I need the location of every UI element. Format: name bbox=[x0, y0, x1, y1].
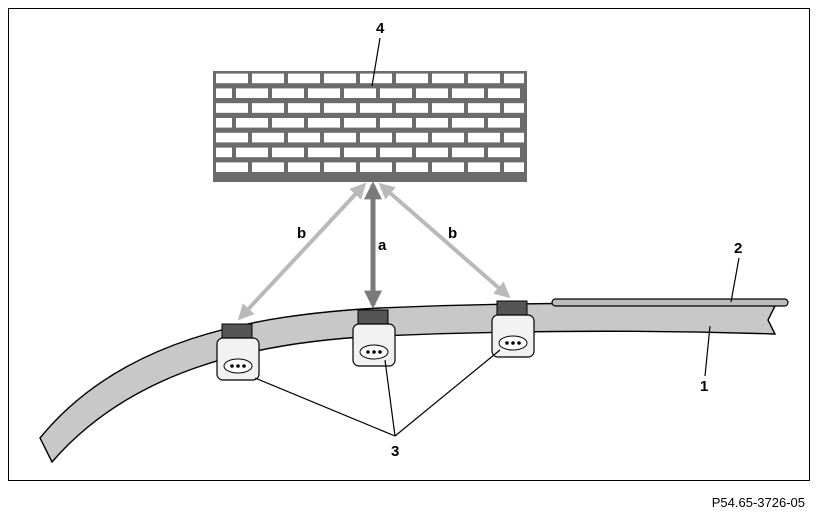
wall-bricks bbox=[216, 73, 524, 172]
brick bbox=[288, 73, 320, 84]
label-indirect-distance-left: b bbox=[297, 225, 306, 242]
brick bbox=[272, 147, 304, 158]
brick bbox=[396, 162, 428, 172]
brick bbox=[272, 118, 304, 128]
brick bbox=[432, 73, 464, 84]
brick bbox=[504, 162, 524, 172]
leader-lines bbox=[254, 37, 740, 437]
indirect-distance-arrow-right bbox=[378, 182, 511, 299]
brick bbox=[308, 118, 340, 128]
brick bbox=[252, 103, 284, 113]
brick bbox=[504, 132, 524, 143]
brick bbox=[416, 88, 448, 98]
brick bbox=[396, 73, 428, 84]
brick bbox=[380, 118, 412, 128]
sensor-left bbox=[216, 323, 260, 381]
brick bbox=[360, 132, 392, 143]
brick bbox=[216, 118, 232, 128]
brick bbox=[236, 88, 268, 98]
label-indirect-distance-right: b bbox=[448, 225, 457, 242]
brick bbox=[324, 162, 356, 172]
brick bbox=[324, 73, 356, 84]
brick bbox=[252, 73, 284, 84]
brick bbox=[324, 132, 356, 143]
brick bbox=[252, 162, 284, 172]
brick bbox=[360, 73, 392, 84]
diagram-frame bbox=[8, 8, 810, 481]
brick bbox=[252, 132, 284, 143]
brick bbox=[504, 73, 524, 84]
label-trim-strip: 2 bbox=[734, 240, 742, 257]
label-bumper: 1 bbox=[700, 378, 708, 395]
brick bbox=[308, 147, 340, 158]
brick bbox=[344, 147, 376, 158]
brick bbox=[432, 162, 464, 172]
brick bbox=[432, 132, 464, 143]
brick bbox=[236, 118, 268, 128]
trim-strip bbox=[551, 298, 789, 307]
brick bbox=[416, 147, 448, 158]
brick bbox=[360, 103, 392, 113]
bumper bbox=[39, 302, 777, 464]
brick bbox=[396, 103, 428, 113]
brick bbox=[288, 162, 320, 172]
brick bbox=[216, 88, 232, 98]
brick bbox=[288, 103, 320, 113]
label-obstacle: 4 bbox=[376, 20, 385, 37]
brick bbox=[488, 147, 520, 158]
brick bbox=[216, 103, 248, 113]
brick bbox=[216, 162, 248, 172]
brick bbox=[344, 88, 376, 98]
brick bbox=[272, 88, 304, 98]
brick bbox=[452, 118, 484, 128]
brick bbox=[344, 118, 376, 128]
brick bbox=[452, 147, 484, 158]
brick bbox=[216, 147, 232, 158]
brick bbox=[324, 103, 356, 113]
brick bbox=[488, 118, 520, 128]
label-sensors: 3 bbox=[391, 443, 399, 460]
brick bbox=[288, 132, 320, 143]
sensor-right bbox=[491, 300, 535, 358]
brick bbox=[216, 73, 248, 84]
brick bbox=[396, 132, 428, 143]
brick bbox=[504, 103, 524, 113]
indirect-distance-arrow-left bbox=[237, 182, 367, 321]
brick bbox=[308, 88, 340, 98]
brick bbox=[452, 88, 484, 98]
figure-code: P54.65-3726-05 bbox=[711, 495, 805, 510]
brick bbox=[468, 73, 500, 84]
brick bbox=[360, 162, 392, 172]
brick-wall bbox=[213, 71, 527, 182]
brick bbox=[216, 132, 248, 143]
brick bbox=[468, 132, 500, 143]
brick bbox=[236, 147, 268, 158]
brick bbox=[380, 88, 412, 98]
brick bbox=[488, 88, 520, 98]
brick bbox=[468, 103, 500, 113]
brick bbox=[416, 118, 448, 128]
brick bbox=[432, 103, 464, 113]
brick bbox=[468, 162, 500, 172]
label-direct-distance: a bbox=[378, 237, 387, 254]
brick bbox=[380, 147, 412, 158]
sensor-middle bbox=[352, 309, 396, 367]
